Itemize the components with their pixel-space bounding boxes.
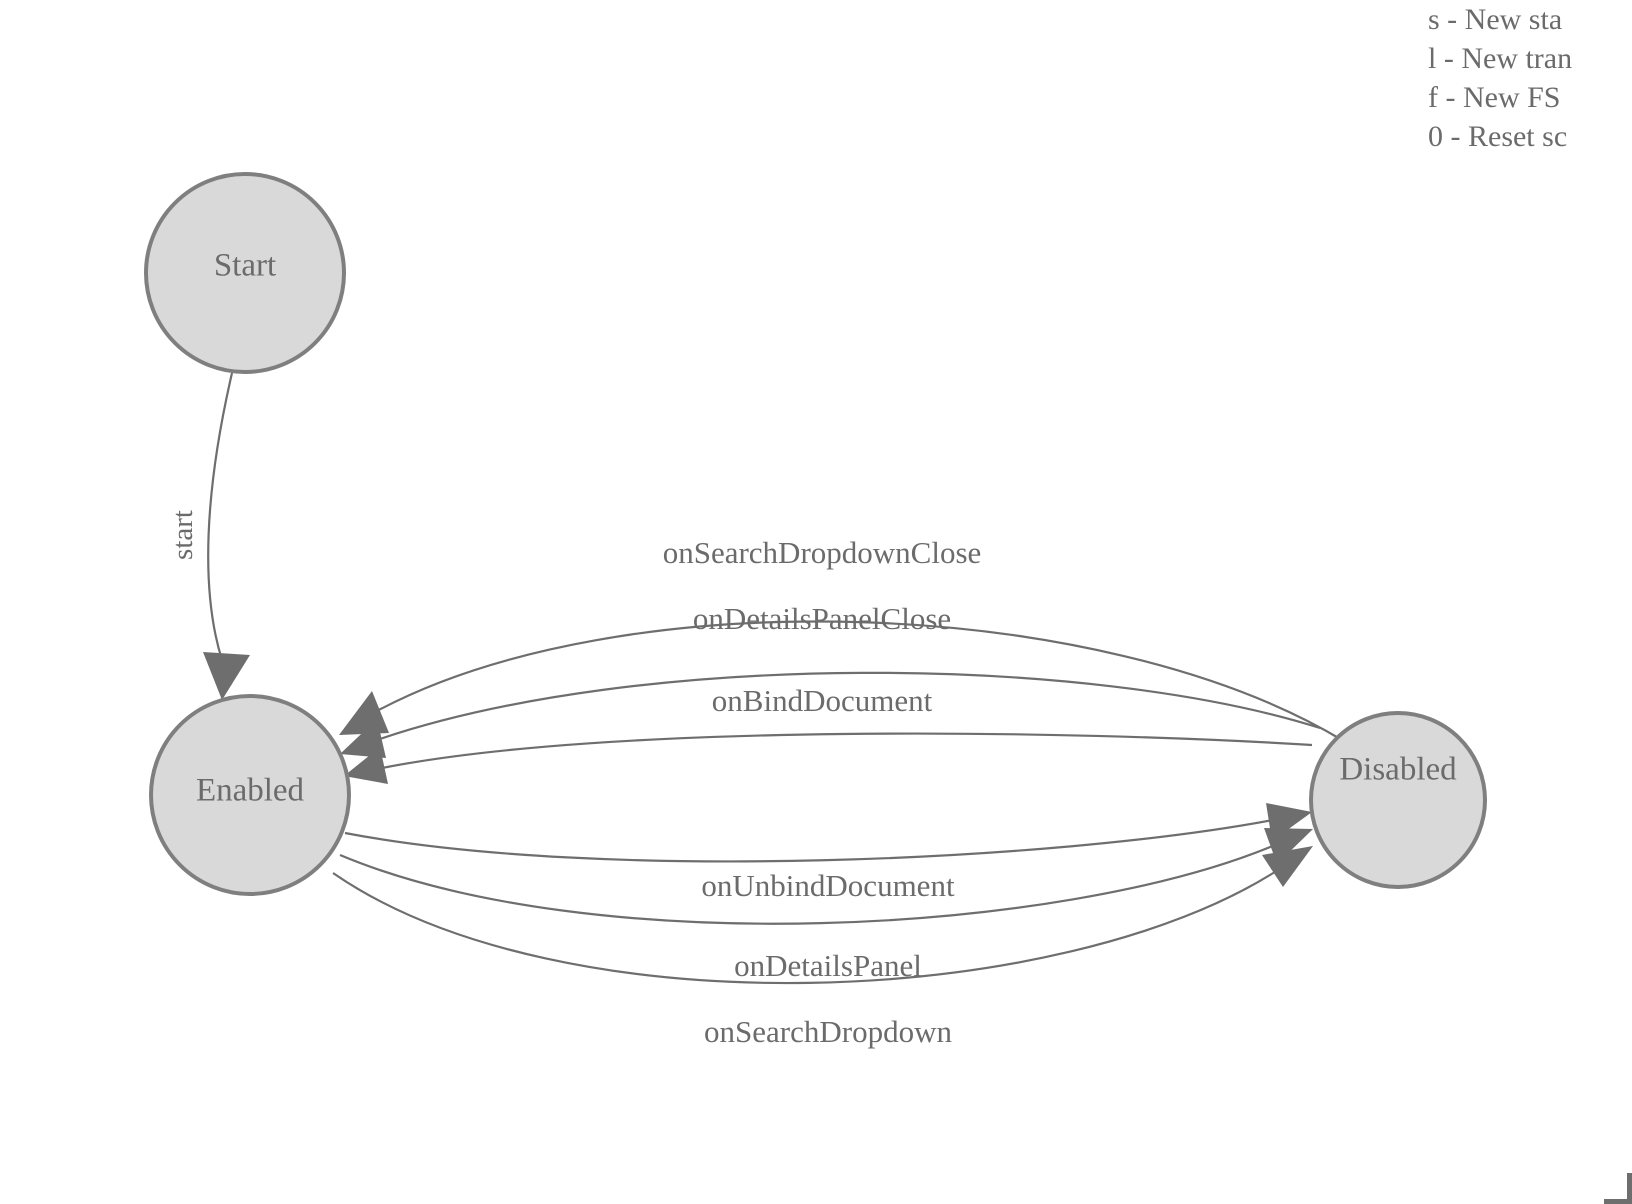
edge-label-onunbinddocument: onUnbindDocument bbox=[701, 868, 955, 903]
edge-label-onsearchdropdownclose: onSearchDropdownClose bbox=[663, 535, 982, 570]
node-disabled-label: Disabled bbox=[1339, 752, 1457, 788]
edge-start-to-enabled[interactable]: start bbox=[167, 372, 250, 700]
edge-ondetailspanel[interactable]: onDetailsPanel bbox=[339, 828, 1313, 983]
node-enabled-circle bbox=[149, 694, 351, 896]
edge-ondetailspanelclose[interactable]: onDetailsPanelClose bbox=[340, 601, 1321, 758]
corner-handle-vertical-bar bbox=[1627, 1173, 1632, 1204]
edge-arrowhead-onsearchdropdownclose bbox=[339, 691, 389, 735]
edge-arrowhead-start bbox=[203, 652, 250, 700]
node-start-label: Start bbox=[214, 248, 276, 284]
edge-arrowhead-onsearchdropdown bbox=[1262, 846, 1313, 887]
node-disabled[interactable]: Disabled bbox=[1309, 711, 1487, 889]
edge-path-start bbox=[207, 372, 234, 661]
help-legend: s - New sta l - New tran f - New FS 0 - … bbox=[1428, 0, 1632, 156]
edge-label-onsearchdropdown: onSearchDropdown bbox=[704, 1014, 952, 1049]
edge-label-ondetailspanel: onDetailsPanel bbox=[734, 948, 922, 983]
edge-path-onunbinddocument bbox=[344, 818, 1274, 863]
edge-onunbinddocument[interactable]: onUnbindDocument bbox=[344, 803, 1312, 903]
node-start-circle bbox=[144, 172, 346, 374]
edge-path-ondetailspanelclose bbox=[376, 671, 1321, 742]
edge-label-onbinddocument: onBindDocument bbox=[712, 683, 933, 718]
resize-corner-handle[interactable] bbox=[1604, 1173, 1632, 1204]
help-line-new-fsm: f - New FS bbox=[1428, 81, 1561, 114]
edge-path-ondetailspanel bbox=[339, 843, 1276, 925]
edge-onsearchdropdownclose[interactable]: onSearchDropdownClose bbox=[339, 535, 1343, 741]
edge-label-ondetailspanelclose: onDetailsPanelClose bbox=[693, 601, 951, 636]
node-start[interactable]: Start bbox=[144, 172, 346, 374]
edge-path-onbinddocument bbox=[381, 732, 1313, 770]
edge-arrowhead-ondetailspanelclose bbox=[340, 719, 386, 758]
node-enabled-label: Enabled bbox=[196, 773, 305, 809]
help-line-new-transition: l - New tran bbox=[1428, 42, 1573, 75]
node-enabled[interactable]: Enabled bbox=[149, 694, 351, 896]
corner-handle-horizontal-bar bbox=[1604, 1199, 1632, 1204]
edge-onsearchdropdown[interactable]: onSearchDropdown bbox=[332, 846, 1313, 1049]
node-disabled-circle bbox=[1309, 711, 1487, 889]
edge-path-onsearchdropdown bbox=[332, 869, 1279, 985]
edge-onbinddocument[interactable]: onBindDocument bbox=[344, 683, 1313, 784]
edge-arrowhead-onbinddocument bbox=[344, 747, 388, 784]
help-line-new-state: s - New sta bbox=[1428, 3, 1563, 36]
help-line-reset-scene: 0 - Reset sc bbox=[1428, 120, 1568, 153]
edge-path-onsearchdropdownclose bbox=[374, 620, 1343, 741]
edge-label-start: start bbox=[167, 510, 199, 560]
